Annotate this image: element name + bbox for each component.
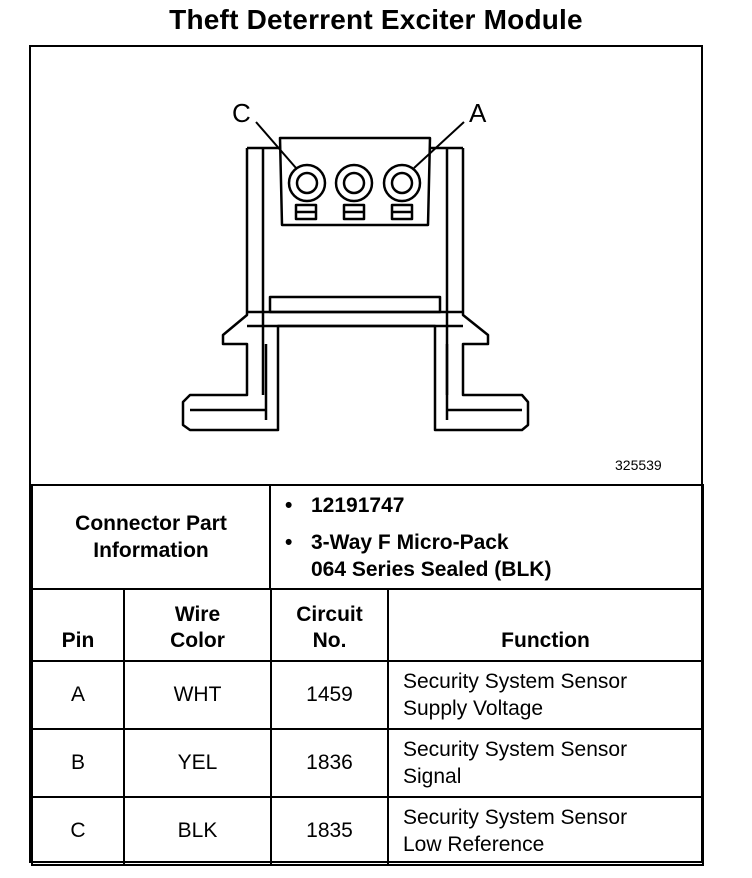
cavity-c	[287, 163, 327, 203]
bullet-2: •	[285, 530, 293, 554]
bullet-1: •	[285, 493, 293, 517]
header-circuit: Circuit No.	[270, 588, 389, 662]
wire-color-cell: YEL	[123, 728, 272, 798]
figure-number: 325539	[615, 457, 662, 473]
cavity-b	[334, 163, 374, 203]
connector-desc-line2: 064 Series Sealed (BLK)	[311, 557, 552, 581]
connector-details-cell: • 12191747 • 3-Way F Micro-Pack 064 Seri…	[269, 484, 704, 590]
function-cell: Security System Sensor Low Reference	[387, 796, 704, 866]
page-title: Theft Deterrent Exciter Module	[169, 4, 583, 35]
pin-cell: C	[31, 796, 125, 866]
connector-label-line2: Information	[93, 539, 209, 562]
circuit-cell: 1836	[270, 728, 389, 798]
wire-color-cell: WHT	[123, 660, 272, 730]
header-function: Function	[387, 588, 704, 662]
leader-c	[255, 121, 297, 169]
header-pin: Pin	[31, 588, 125, 662]
circuit-cell: 1459	[270, 660, 389, 730]
part-number-item: • 12191747	[285, 492, 702, 519]
connector-desc-line1: 3-Way F Micro-Pack	[311, 530, 509, 554]
terminal-housing	[278, 136, 432, 227]
pin-label-c: C	[232, 98, 251, 128]
wire-color-cell: BLK	[123, 796, 272, 866]
connector-label-cell: Connector Part Information	[31, 484, 271, 590]
part-number: 12191747	[311, 493, 405, 517]
function-cell: Security System Sensor Signal	[387, 728, 704, 798]
cavity-a	[382, 163, 422, 203]
pin-cell: A	[31, 660, 125, 730]
header-wire-color: Wire Color	[123, 588, 272, 662]
table-row: A WHT 1459 Security System Sensor Supply…	[31, 660, 704, 730]
circuit-cell: 1835	[270, 796, 389, 866]
function-cell: Security System Sensor Supply Voltage	[387, 660, 704, 730]
connector-desc-item: • 3-Way F Micro-Pack	[285, 529, 702, 556]
connector-desc-item-2: 064 Series Sealed (BLK)	[311, 556, 702, 583]
connector-info-table: Connector Part Information • 12191747 • …	[31, 484, 704, 590]
connector-diagram: C A	[181, 98, 530, 432]
leader-a	[413, 121, 465, 169]
connector-body	[181, 148, 530, 432]
connector-label-line1: Connector Part	[75, 512, 227, 535]
pin-cell: B	[31, 728, 125, 798]
table-row: B YEL 1836 Security System Sensor Signal	[31, 728, 704, 798]
pin-table: Pin Wire Color Circuit No. Function A WH…	[31, 588, 704, 866]
table-row: C BLK 1835 Security System Sensor Low Re…	[31, 796, 704, 866]
pin-table-header: Pin Wire Color Circuit No. Function	[31, 588, 704, 662]
pin-label-a: A	[469, 98, 487, 128]
